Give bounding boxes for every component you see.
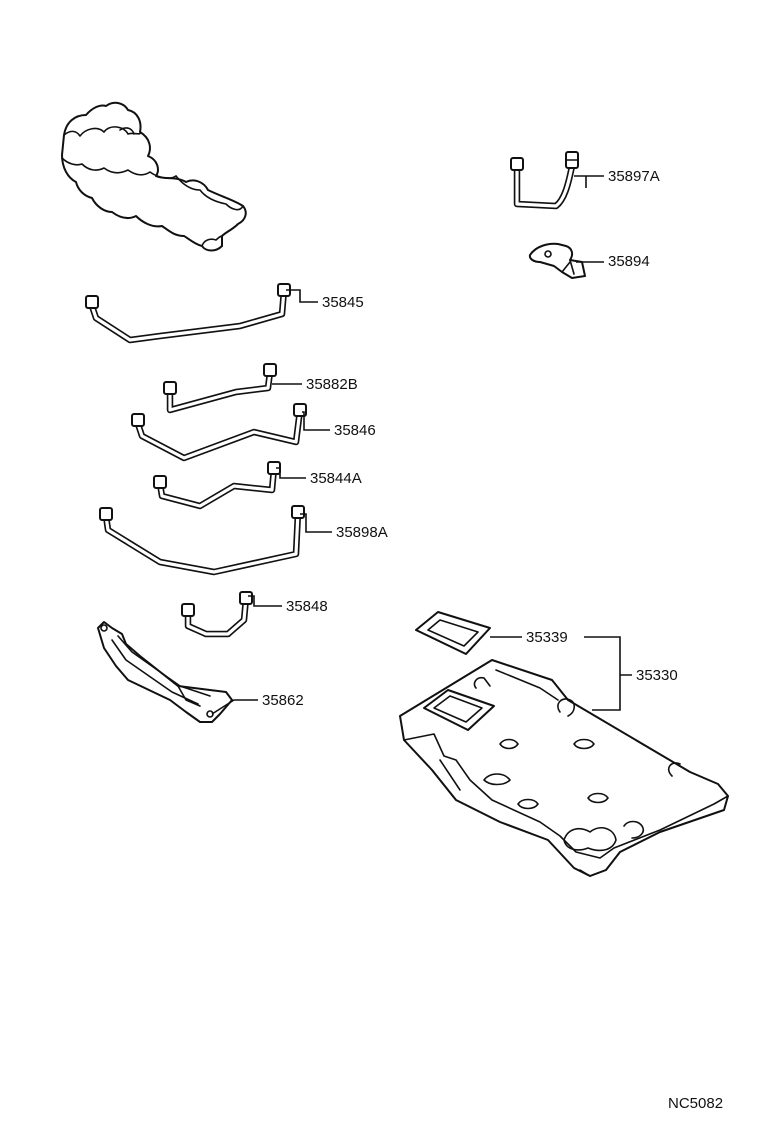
pipe-35845 [85,283,291,344]
label-35882b: 35882B [306,376,358,393]
pipe-35848 [181,591,253,638]
label-35339: 35339 [526,629,568,646]
pipe-35897a [510,151,579,210]
label-35330: 35330 [636,667,678,684]
bracket-35862 [97,621,233,723]
pipe-35846 [131,403,307,462]
label-35848: 35848 [286,598,328,615]
leader-lines [211,175,632,715]
label-35862: 35862 [262,692,304,709]
pipe-35844a [153,461,281,510]
pipe-35898a [99,505,305,576]
label-35844a: 35844A [310,470,362,487]
label-35898a: 35898A [336,524,388,541]
drawing-code: NC5082 [668,1095,724,1112]
gasket-35339 [415,611,491,655]
label-35845: 35845 [322,294,364,311]
valve-body-gasket [61,101,247,252]
label-35897a: 35897A [608,168,660,185]
clip-35894 [528,242,586,279]
label-35846: 35846 [334,422,376,439]
pipe-35882b [163,363,277,414]
label-35894: 35894 [608,253,650,270]
strainer-35330 [399,659,729,877]
